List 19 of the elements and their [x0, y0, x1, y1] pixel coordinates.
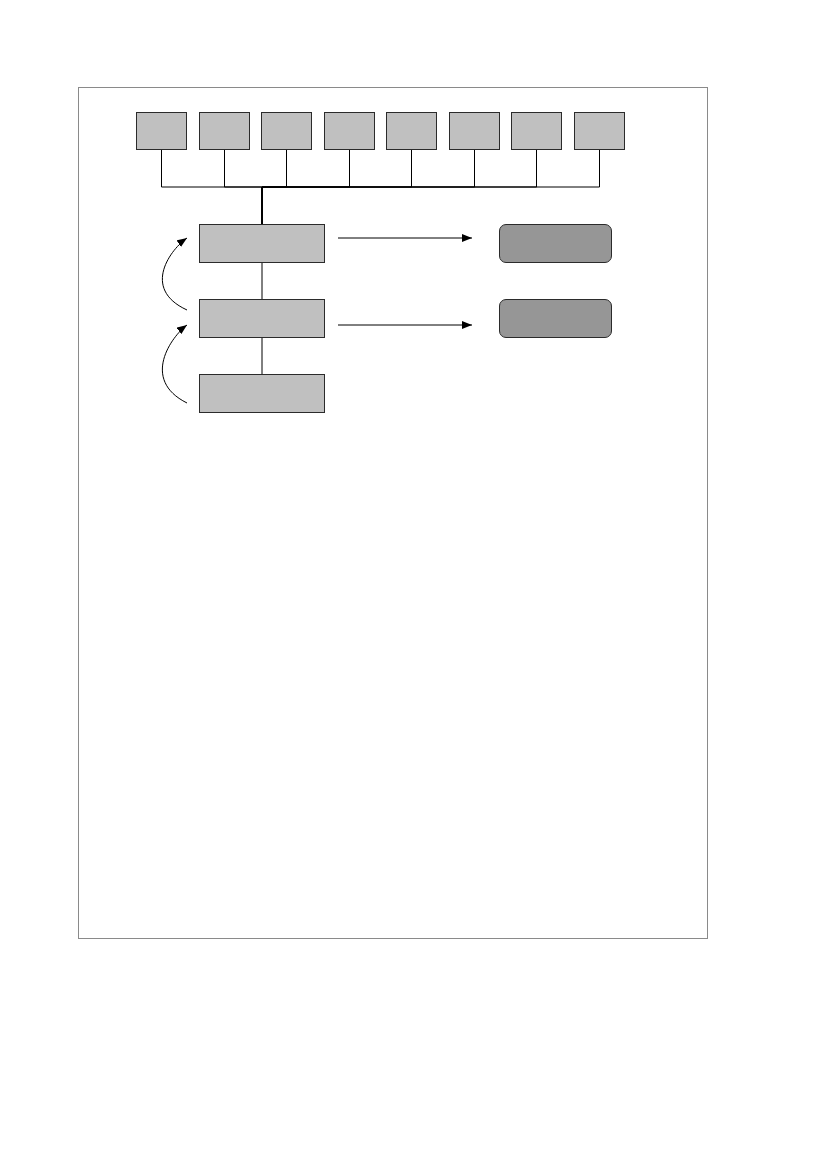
module-box — [199, 112, 250, 150]
module-box — [324, 112, 375, 150]
connector-line — [261, 262, 263, 300]
module-box — [574, 112, 625, 150]
arrow — [337, 234, 473, 242]
module-box — [511, 112, 562, 150]
module-box — [386, 112, 437, 150]
stage-box — [199, 299, 325, 338]
stage-box — [199, 224, 325, 263]
module-box — [261, 112, 312, 150]
connector-line — [261, 337, 263, 375]
rounded-box — [499, 224, 612, 263]
rounded-box — [499, 299, 612, 338]
curved-arrow — [161, 324, 188, 404]
module-box — [136, 112, 187, 150]
stage-box — [199, 374, 325, 413]
curved-arrow — [161, 237, 188, 311]
arrow — [337, 321, 473, 329]
module-box — [449, 112, 500, 150]
